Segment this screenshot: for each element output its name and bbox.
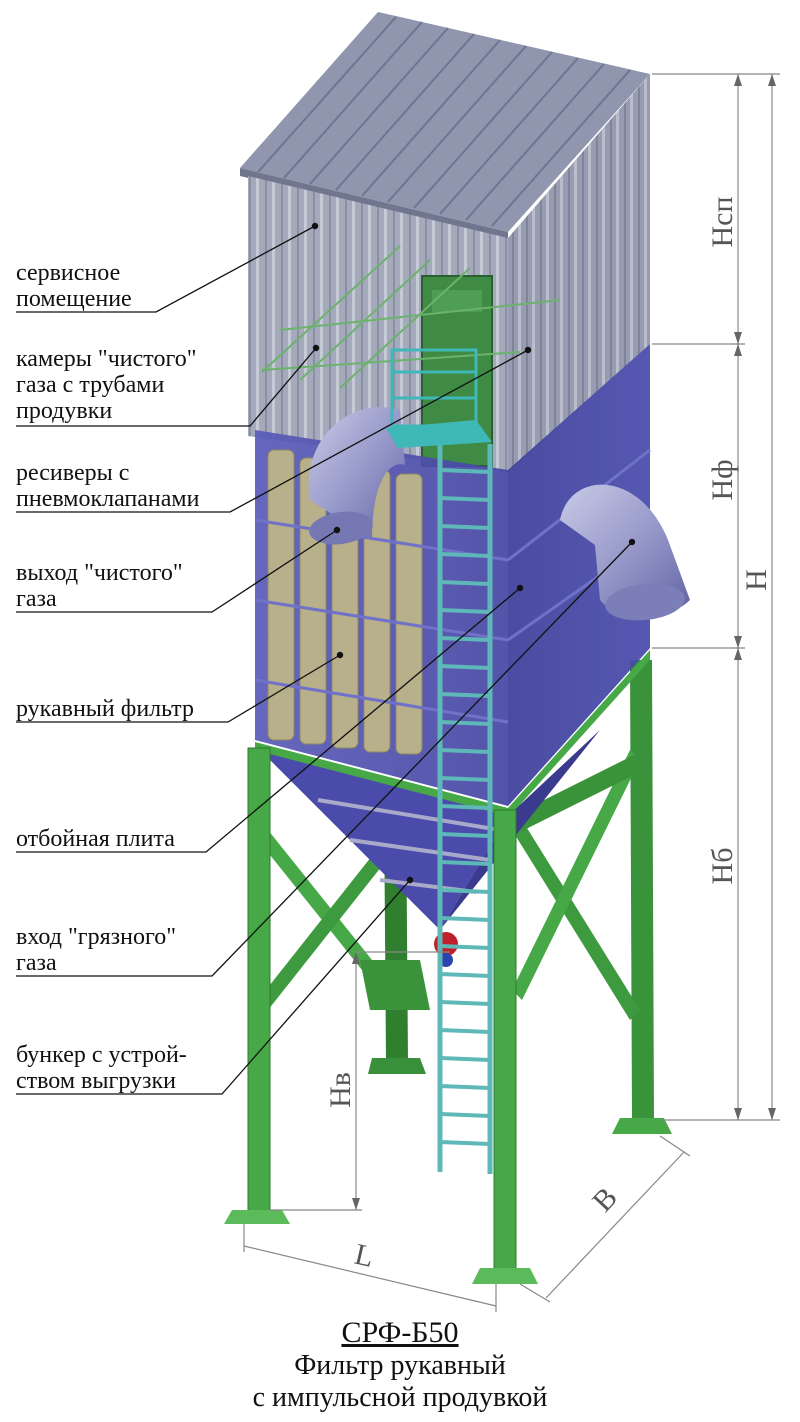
callout-service-room: сервисное помещение: [16, 260, 132, 312]
callout-clean-gas-outlet: выход "чистого" газа: [16, 560, 189, 612]
ladder-rung: [439, 580, 491, 586]
title-model: СРФ-Б50: [341, 1316, 459, 1349]
dim-width: В: [586, 1181, 624, 1218]
ladder-rung: [439, 720, 491, 726]
ladder-rung: [439, 944, 491, 950]
ladder-rung: [439, 916, 491, 922]
ladder-rung: [439, 608, 491, 614]
callout-labels: сервисное помещение камеры "чистого" газ…: [16, 260, 203, 1094]
callout-leaders: [16, 225, 633, 1095]
ladder-rung: [439, 1028, 491, 1034]
ladder-rung: [439, 1000, 491, 1006]
callout-dots: [311, 222, 636, 884]
title-name: Фильтр рукавный: [294, 1350, 506, 1381]
ladder-rung: [439, 804, 491, 810]
callout-baffle-plate: отбойная плита: [16, 826, 175, 852]
roof: [240, 12, 650, 240]
ladder: [386, 348, 493, 1174]
ladder-rung: [439, 1084, 491, 1090]
dim-h-total: Н: [740, 569, 773, 591]
ladder-rung: [439, 972, 491, 978]
callout-hopper: бункер с устрой- ством выгрузки: [16, 1042, 193, 1094]
ladder-rung: [439, 468, 491, 474]
ladder-rung: [439, 748, 491, 754]
ladder-rung: [439, 860, 491, 866]
title-subtitle: с импульсной продувкой: [252, 1382, 548, 1413]
ladder-rung: [439, 692, 491, 698]
ladder-rung: [439, 888, 491, 894]
callout-receivers: ресиверы с пневмоклапанами: [16, 460, 200, 512]
ladder-rung: [439, 776, 491, 782]
dim-h-base: Нб: [706, 848, 739, 885]
ladder-rung: [439, 664, 491, 670]
callout-clean-gas-chambers: камеры "чистого" газа с трубами продувки: [16, 346, 203, 424]
ladder-rung: [439, 552, 491, 558]
callout-bag-filter: рукавный фильтр: [16, 696, 194, 722]
dim-h-inlet: Нв: [324, 1072, 357, 1108]
ladder-rung: [439, 636, 491, 642]
clean-gas-outlet: [308, 407, 690, 621]
support-frame: [258, 660, 672, 1134]
ladder-rung: [439, 496, 491, 502]
callout-dirty-gas-inlet: вход "грязного" газа: [16, 924, 182, 976]
dim-h-filter: Нф: [706, 459, 739, 500]
dim-length: L: [351, 1238, 376, 1274]
front-legs: [224, 747, 538, 1284]
ladder-rung: [439, 524, 491, 530]
dim-h-service: Нсп: [706, 196, 739, 247]
ladder-rung: [439, 1112, 491, 1118]
dimension-arrows: [352, 74, 776, 1210]
ladder-rung: [439, 1056, 491, 1062]
ladder-rung: [439, 832, 491, 838]
ladder-rung: [439, 1140, 491, 1146]
dimension-lines: [243, 73, 780, 1312]
